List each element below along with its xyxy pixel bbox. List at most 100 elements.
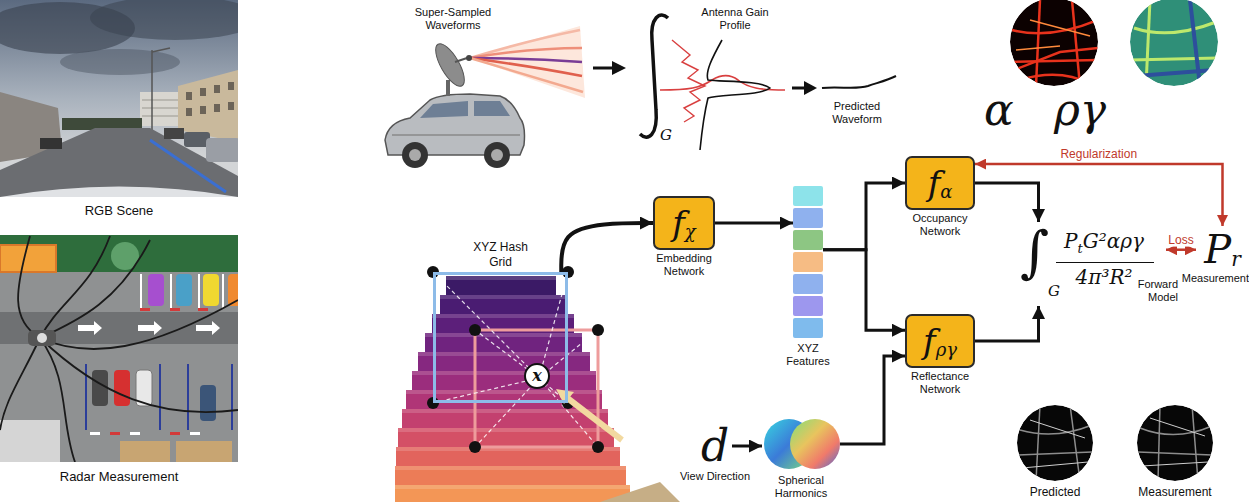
fraction-bar — [1056, 262, 1154, 263]
rgb-photo-part — [228, 102, 234, 110]
node-text: ∫ — [1020, 224, 1049, 280]
rgb-photo-part — [0, 187, 238, 198]
voxel-terrain-part — [398, 428, 614, 448]
rgb-photo — [0, 0, 238, 197]
voxel-terrain-part — [446, 276, 556, 296]
voxel-terrain-part — [566, 397, 622, 440]
alpha-map-part — [1030, 20, 1090, 36]
symbol-label: G — [660, 128, 672, 143]
voxel-terrain-part — [402, 409, 608, 429]
radar-map-part — [40, 240, 150, 338]
radar-map-part — [176, 274, 192, 306]
reflectance-map — [1130, 0, 1218, 86]
radar-car-part — [484, 142, 510, 168]
reflectance-map-part — [1136, 70, 1214, 76]
edge-label: Loss — [1166, 232, 1195, 246]
harmonic-spheres-part — [790, 419, 840, 469]
node-text: t — [1078, 242, 1083, 256]
feature-cell — [793, 208, 823, 228]
voxel-terrain-part — [469, 441, 481, 453]
radar-map-part — [170, 308, 180, 311]
text-slot: XYZ Hash Grid — [463, 240, 539, 269]
radar-map-part — [40, 338, 238, 412]
label-slot: Radar Measurement — [0, 469, 238, 485]
direction-symbol: dView Direction — [698, 424, 732, 468]
node-text: x — [532, 368, 542, 384]
voxel-terrain-part — [446, 276, 556, 280]
text-slot: fργ — [907, 316, 973, 366]
node-text: Spherical Harmonics — [763, 474, 839, 500]
alpha-map-part — [1020, 75, 1090, 84]
radar-map-part — [114, 370, 130, 406]
predicted-map-part — [1017, 405, 1093, 481]
feature-cell — [793, 252, 823, 272]
waveform-pipeline-part — [804, 81, 817, 95]
predicted-map-part — [1022, 420, 1088, 468]
alpha-map-part — [1010, 60, 1098, 62]
voxel-terrain-part — [600, 482, 680, 502]
radar-map-part — [0, 245, 56, 272]
text-slot: Embedding Network — [642, 252, 726, 278]
radar-map-part — [159, 364, 161, 430]
alpha-map-part — [1072, 0, 1080, 86]
radar-map-part — [198, 308, 208, 311]
label-slot: α — [984, 88, 1014, 132]
text-slot: d — [698, 424, 732, 468]
figure-label: Predicted Waveform — [820, 100, 894, 126]
radar-map-part — [110, 432, 120, 435]
radar-map-part — [0, 235, 238, 462]
radar-car-part — [430, 40, 470, 91]
label-slot: Predicted Waveform — [820, 100, 894, 126]
waveform-pipeline-part — [640, 15, 668, 137]
waveform-pipeline-part — [593, 67, 614, 70]
label-slot: RGB Scene — [0, 203, 238, 219]
node-text: ργ — [936, 341, 957, 359]
radar-map-part — [138, 321, 162, 335]
radar-map-part — [170, 274, 172, 308]
radar-map-part — [130, 432, 140, 435]
waveform-pipeline-part — [612, 61, 626, 75]
node-text: XYZ Hash Grid — [463, 240, 539, 269]
radar-map-part — [110, 432, 180, 435]
radar-car-part — [470, 26, 585, 98]
voxel-terrain-part — [469, 324, 481, 336]
node-text: α — [940, 183, 952, 201]
text-slot: fα — [907, 158, 973, 208]
node-text: f — [923, 324, 936, 358]
text-slot: View Direction — [670, 470, 760, 483]
voxel-terrain-part — [412, 371, 596, 375]
alpha-map-part — [1016, 46, 1060, 50]
radar-map-part — [78, 321, 102, 335]
text-slot: Occupancy Network — [895, 212, 985, 238]
voxel-terrain-part — [418, 352, 590, 356]
forward-model: ∫GPtG²αργ4π³R²Forward Model — [1016, 222, 1166, 306]
text-slot: Forward Model — [1134, 278, 1178, 304]
radar-car-part — [470, 30, 583, 92]
radar-car-part — [470, 58, 583, 92]
voxel-terrain-part — [433, 272, 598, 447]
radar-map-part — [140, 308, 208, 311]
harmonics-node: Spherical Harmonics — [762, 418, 840, 470]
voxel-terrain-part — [395, 466, 626, 470]
radar-car-part — [402, 142, 428, 168]
reflectance-map-part — [1130, 0, 1218, 86]
connector — [975, 183, 1039, 222]
measured-map-part — [1138, 405, 1212, 481]
voxel-terrain-part — [475, 378, 539, 447]
radar-map-part — [196, 321, 220, 335]
measurement-symbol: PrMeasurement — [1196, 226, 1249, 272]
alpha-map-part — [1014, 48, 1098, 70]
radar-map-part — [28, 330, 56, 346]
rgb-photo-part — [151, 50, 153, 130]
radar-car-part — [474, 101, 510, 116]
voxel-terrain-part — [412, 371, 596, 391]
rgb-photo-part — [200, 88, 206, 96]
measured-map-part — [1150, 418, 1205, 436]
symbol-label: α — [984, 88, 1014, 132]
radar-map-part — [40, 300, 238, 349]
voxel-terrain-part — [402, 409, 608, 413]
panel-caption: Measurement — [1125, 485, 1225, 499]
label-slot: Measurement — [1125, 485, 1225, 499]
predicted-map-part — [1022, 462, 1088, 468]
